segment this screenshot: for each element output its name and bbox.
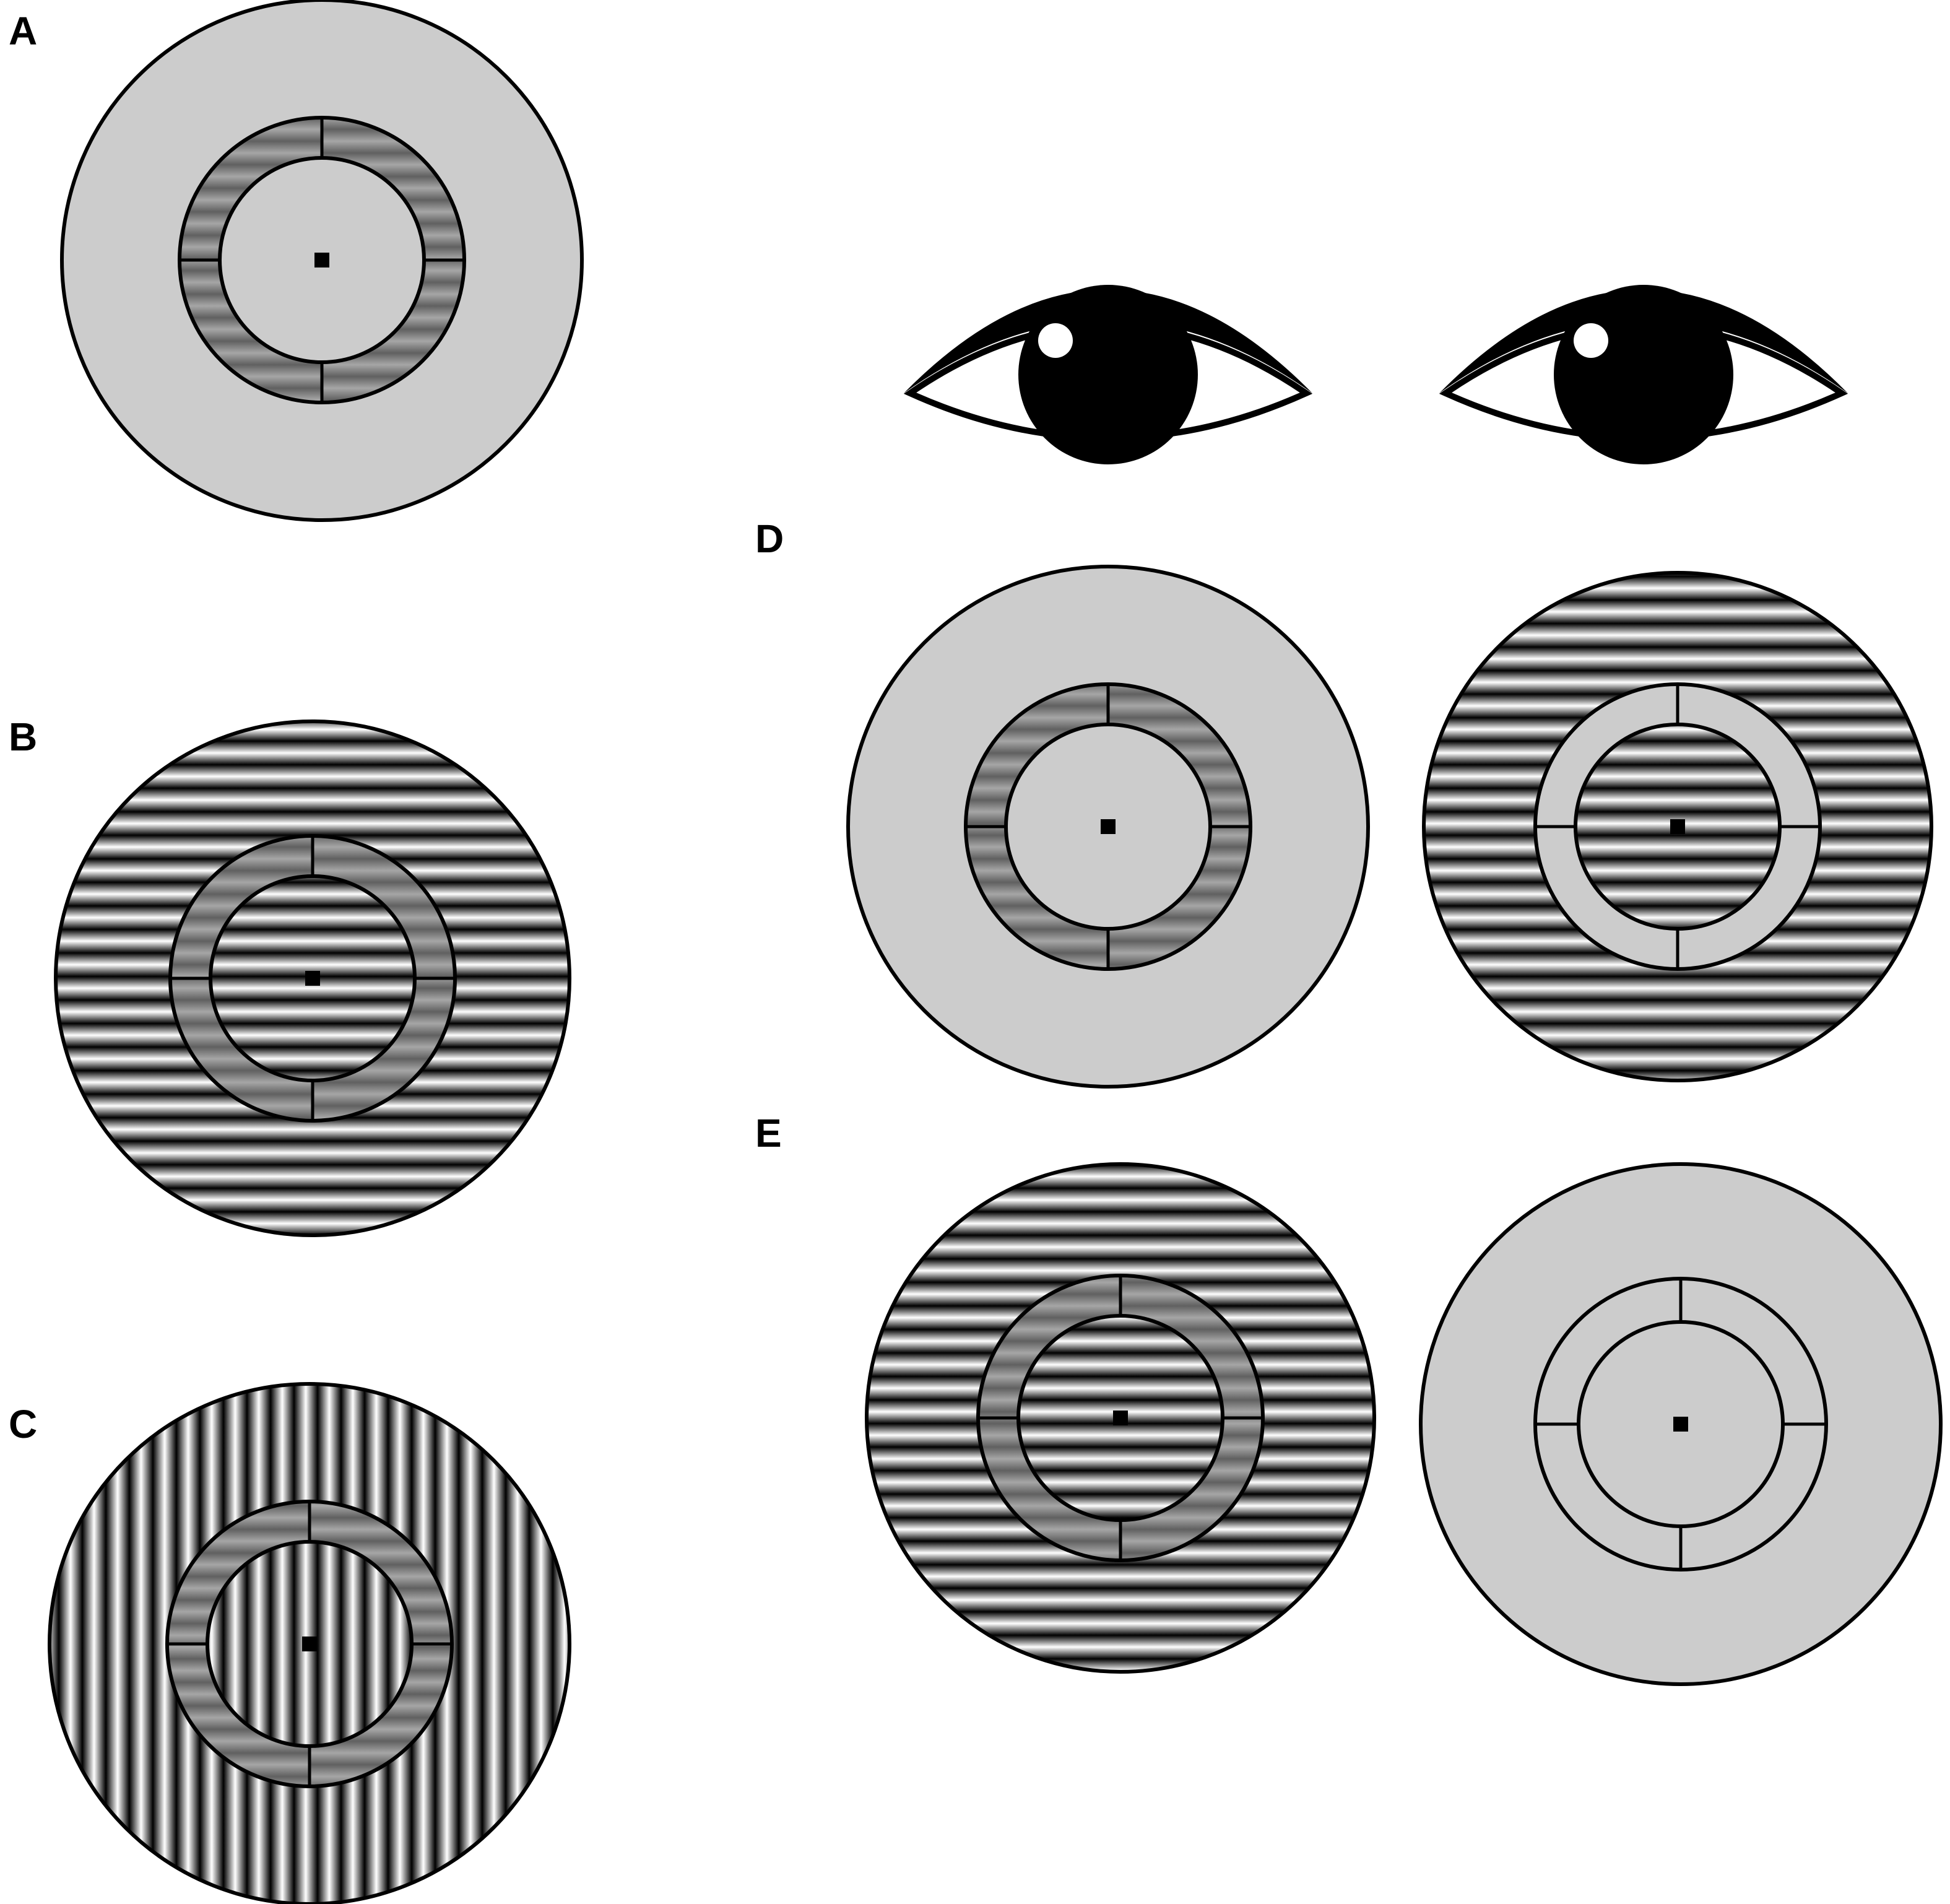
fixation-point-b bbox=[305, 971, 320, 986]
stimulus-e-right bbox=[1419, 1162, 1943, 1686]
stimulus-a bbox=[60, 0, 584, 522]
left-eye-icon bbox=[903, 285, 1313, 464]
panel-label-c: C bbox=[9, 1402, 37, 1446]
panel-label-e: E bbox=[755, 1111, 782, 1155]
panel-label-a: A bbox=[9, 9, 37, 53]
fixation-point-d-left bbox=[1101, 819, 1116, 834]
annulus-d-left bbox=[964, 682, 1252, 971]
stimulus-d-left bbox=[846, 565, 1370, 1089]
fixation-point-e-left bbox=[1113, 1411, 1128, 1425]
panel-label-d: D bbox=[755, 516, 784, 561]
fixation-point-d-right bbox=[1670, 819, 1685, 834]
fixation-point-c bbox=[302, 1637, 317, 1651]
panel-label-b: B bbox=[9, 715, 37, 759]
right-eye-icon bbox=[1439, 285, 1848, 464]
stimulus-e-left bbox=[865, 1162, 1376, 1674]
stimulus-c bbox=[48, 1382, 571, 1904]
fixation-point-a bbox=[314, 253, 329, 267]
stimulus-b bbox=[54, 719, 571, 1237]
fixation-point-e-right bbox=[1673, 1417, 1688, 1432]
stimulus-d-right bbox=[1422, 571, 1933, 1082]
